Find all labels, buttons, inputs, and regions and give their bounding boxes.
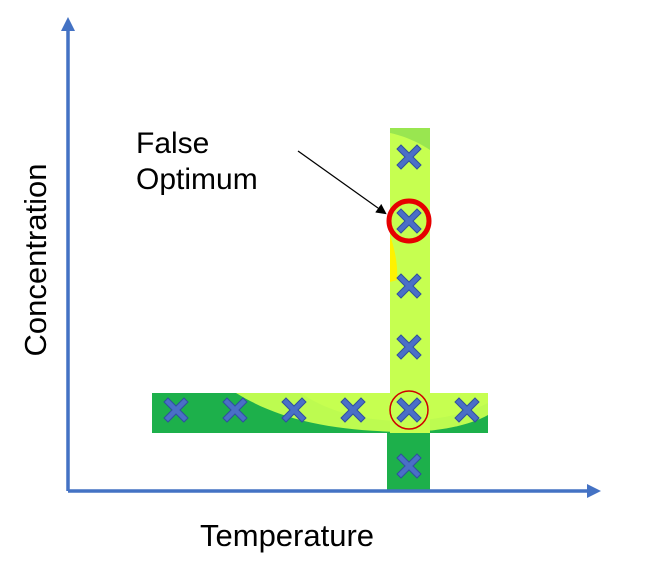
concentration-scan-band: [387, 128, 430, 490]
false-optimum-label: False Optimum: [136, 126, 258, 198]
temperature-scan-band: [152, 393, 488, 433]
false-optimum-highlight: [386, 198, 432, 244]
y-axis-label: Concentration: [18, 163, 53, 357]
intersection-highlight: [389, 390, 429, 430]
annotation-line-2: Optimum: [136, 163, 258, 196]
axes: [61, 17, 601, 498]
annotation-line-1: False: [136, 127, 210, 160]
x-axis-label: Temperature: [200, 518, 375, 553]
annotation-arrow: [297, 150, 387, 215]
